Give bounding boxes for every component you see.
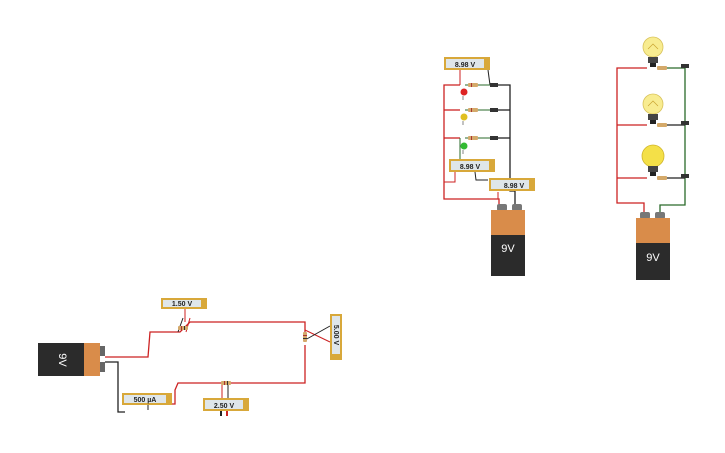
- light-bulb[interactable]: [641, 144, 665, 176]
- meter-readout: 8.98 V: [455, 62, 476, 69]
- resistor[interactable]: [178, 326, 188, 330]
- terminal[interactable]: [490, 108, 498, 112]
- terminal[interactable]: [681, 121, 689, 125]
- left-circuit: 9V 1.50 V 5.00 V 500 µA 2.50 V: [38, 298, 342, 416]
- battery-label: 9V: [646, 252, 660, 264]
- resistor[interactable]: [657, 123, 667, 127]
- battery-label: 9V: [56, 353, 68, 367]
- meter-readout: 2.50 V: [214, 403, 235, 410]
- battery[interactable]: 9V: [636, 212, 670, 280]
- voltmeter[interactable]: 1.50 V: [161, 298, 207, 309]
- voltmeter[interactable]: 8.98 V: [489, 178, 535, 191]
- terminal[interactable]: [681, 174, 689, 178]
- resistor[interactable]: [468, 83, 478, 87]
- battery[interactable]: 9V: [491, 204, 525, 276]
- resistor[interactable]: [468, 108, 478, 112]
- wire[interactable]: [443, 84, 500, 204]
- meter-readout: 5.00 V: [332, 325, 339, 346]
- terminal[interactable]: [490, 136, 498, 140]
- meter-readout: 1.50 V: [172, 301, 193, 308]
- meter-readout: 8.98 V: [460, 164, 481, 171]
- wire[interactable]: [304, 325, 331, 341]
- wire[interactable]: [616, 67, 647, 212]
- ammeter[interactable]: 500 µA: [122, 393, 172, 405]
- wire[interactable]: [148, 345, 306, 405]
- voltmeter[interactable]: 2.50 V: [203, 398, 249, 416]
- meter-readout: 8.98 V: [504, 183, 525, 190]
- wire[interactable]: [659, 67, 686, 212]
- meter-readout: 500 µA: [134, 397, 157, 404]
- green-led[interactable]: [460, 142, 468, 155]
- light-bulb[interactable]: [642, 93, 664, 124]
- wire[interactable]: [487, 69, 491, 86]
- resistor[interactable]: [657, 176, 667, 180]
- terminal[interactable]: [490, 83, 498, 87]
- resistor[interactable]: [221, 381, 231, 385]
- voltmeter[interactable]: 8.98 V: [444, 57, 490, 70]
- wire[interactable]: [474, 171, 488, 181]
- resistor[interactable]: [468, 136, 478, 140]
- resistor[interactable]: [657, 66, 667, 70]
- voltmeter[interactable]: 5.00 V: [330, 314, 342, 360]
- battery-label: 9V: [501, 243, 515, 255]
- red-led[interactable]: [460, 88, 468, 101]
- wire[interactable]: [105, 361, 125, 413]
- voltmeter[interactable]: 8.98 V: [449, 159, 495, 172]
- wire[interactable]: [444, 172, 456, 183]
- wire[interactable]: [304, 329, 331, 343]
- yellow-led[interactable]: [460, 113, 468, 126]
- battery[interactable]: 9V: [38, 343, 105, 376]
- terminal[interactable]: [681, 64, 689, 68]
- bulb-circuit: 9V: [616, 36, 689, 280]
- light-bulb[interactable]: [642, 36, 664, 67]
- resistor[interactable]: [303, 332, 307, 342]
- led-circuit: 8.98 V 8.98 V 8.98 V 9V: [443, 57, 535, 276]
- wire[interactable]: [105, 321, 306, 358]
